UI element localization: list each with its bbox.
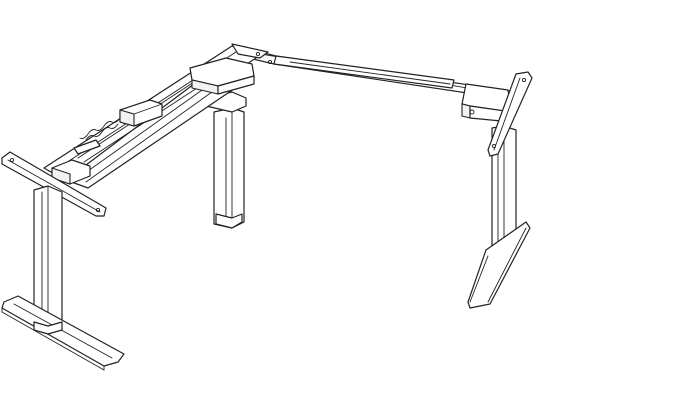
left-top-arm — [1, 151, 107, 217]
left-leg — [1, 185, 125, 371]
right-foot — [467, 221, 531, 309]
control-box — [119, 99, 163, 127]
corner-plate — [231, 43, 273, 65]
back-center-leg — [205, 91, 247, 229]
cable-spring — [73, 117, 121, 155]
center-motor-box — [189, 57, 255, 95]
right-leg — [467, 125, 531, 309]
right-top-arm — [487, 71, 533, 157]
